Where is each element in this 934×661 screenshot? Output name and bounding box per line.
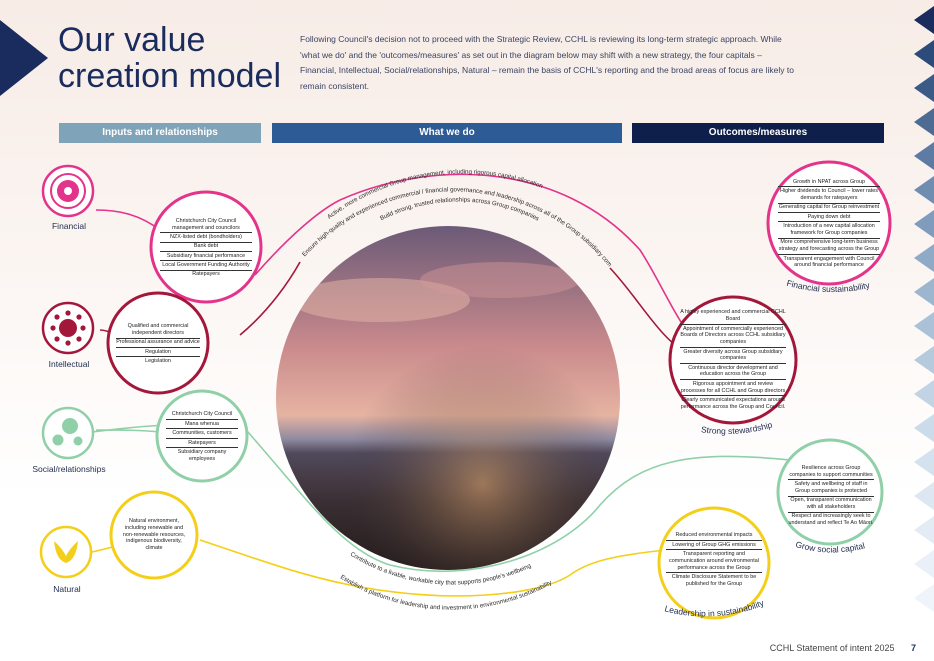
list-item: Christchurch City Council: [166, 411, 238, 421]
list-item: Lowering of Group GHG emissions: [666, 541, 762, 551]
title-line-2: creation model: [58, 57, 282, 95]
city-photo: [276, 226, 620, 570]
arc-intellectual-in: [239, 261, 301, 336]
list-item: Natural environment, including renewable…: [122, 518, 186, 552]
link-social: [95, 429, 161, 433]
inputs-intellectual-list: Qualified and commercial independent dir…: [116, 315, 200, 373]
capital-label-social: Social/relationships: [32, 464, 106, 474]
list-item: Greater diversity across Group subsidiar…: [680, 348, 786, 364]
list-item: Resilience across Group companies to sup…: [788, 464, 874, 481]
financial-icon: [41, 164, 95, 218]
list-item: Local Government Funding Authority: [160, 261, 252, 271]
page-footer: CCHL Statement of intent 2025 7: [770, 643, 916, 653]
list-item: Open, transparent communication with all…: [788, 497, 874, 513]
outcome-circle-financial: [766, 160, 892, 286]
inputs-natural-list: Natural environment, including renewable…: [120, 513, 188, 557]
list-item: Professional assurance and advice: [116, 339, 200, 348]
list-item: Growth in NPAT across Group: [778, 178, 880, 188]
input-circle-social: [155, 389, 249, 483]
inputs-financial-list: Christchurch City Council management and…: [160, 207, 252, 289]
list-item: Higher dividends to Council – lower rate…: [778, 187, 880, 204]
input-circle-natural: [109, 490, 199, 580]
list-item: Qualified and commercial independent dir…: [116, 322, 200, 339]
capital-label-financial: Financial: [51, 221, 87, 231]
arc-financial-in: [254, 199, 341, 276]
list-item: Regulation: [116, 348, 200, 358]
list-item: Ratepayers: [192, 271, 220, 278]
list-item: Clearly communicated expectations around…: [680, 397, 786, 410]
column-what-we-do: What we do: [272, 123, 622, 143]
outcome-circle-stewardship: [668, 295, 798, 425]
social-icon: [41, 406, 95, 460]
page-title: Our value creation model: [58, 22, 281, 94]
list-item: Subsidiary company employees: [177, 448, 227, 462]
list-item: Generating capital for Group reinvestmen…: [778, 204, 880, 213]
list-item: Introduction of a new capital allocation…: [778, 222, 880, 239]
capital-label-natural: Natural: [53, 584, 81, 594]
list-item: Reduced environmental impacts: [666, 532, 762, 541]
arc-financial-out: [339, 173, 701, 346]
outcomes-sustainability-list: Reduced environmental impacts Lowering o…: [666, 527, 762, 593]
list-item: Transparent reporting and communication …: [666, 550, 762, 574]
list-item: Ratepayers: [166, 439, 238, 449]
outcomes-social-list: Resilience across Group companies to sup…: [788, 460, 874, 532]
list-item: Paying down debt: [778, 213, 880, 223]
outcomes-stewardship-list: A highly experienced and commercial CCHL…: [680, 305, 786, 415]
capital-label-intellectual: Intellectual: [48, 359, 90, 369]
page-number: 7: [910, 643, 916, 653]
column-inputs: Inputs and relationships: [59, 123, 261, 143]
list-item: Communities, customers: [166, 429, 238, 439]
outcome-circle-social: [776, 438, 884, 546]
list-item: Subsidiary financial performance: [160, 252, 252, 262]
list-item: Christchurch City Council management and…: [160, 217, 252, 234]
list-item: More comprehensive long-term business st…: [778, 239, 880, 255]
list-item: A highly experienced and commercial CCHL…: [680, 309, 786, 325]
outcome-circle-sustainability: [657, 506, 771, 620]
intro-paragraph: Following Council's decision not to proc…: [300, 34, 794, 91]
outcomes-financial-list: Growth in NPAT across Group Higher divid…: [778, 177, 880, 271]
intellectual-icon: [41, 301, 95, 355]
list-item: NZX-listed debt (bondholders): [160, 233, 252, 243]
list-item: Continuous director development and educ…: [680, 364, 786, 381]
natural-icon: [39, 525, 93, 579]
input-circle-financial: [149, 190, 263, 304]
inputs-social-list: Christchurch City Council Mana whenua Co…: [166, 408, 238, 466]
list-item: Respect and increasingly seek to underst…: [788, 513, 874, 527]
list-item: Safety and wellbeing of staff in Group c…: [788, 480, 874, 497]
footer-text: CCHL Statement of intent 2025: [769, 643, 895, 653]
arc-text-5: Establish a platform for leadership and …: [339, 574, 554, 612]
list-item: Bank debt: [160, 243, 252, 252]
list-item: Transparent engagement with Council arou…: [783, 255, 875, 269]
list-item: Legislation: [145, 358, 171, 365]
list-item: Rigorous appointment and review processe…: [680, 380, 786, 397]
title-line-1: Our value: [58, 21, 206, 59]
list-item: Mana whenua: [166, 420, 238, 430]
column-outcomes: Outcomes/measures: [632, 123, 884, 143]
input-circle-intellectual: [106, 291, 210, 395]
list-item: Climate Disclosure Statement to be publi…: [671, 574, 757, 587]
list-item: Appointment of commercially experienced …: [680, 325, 786, 348]
